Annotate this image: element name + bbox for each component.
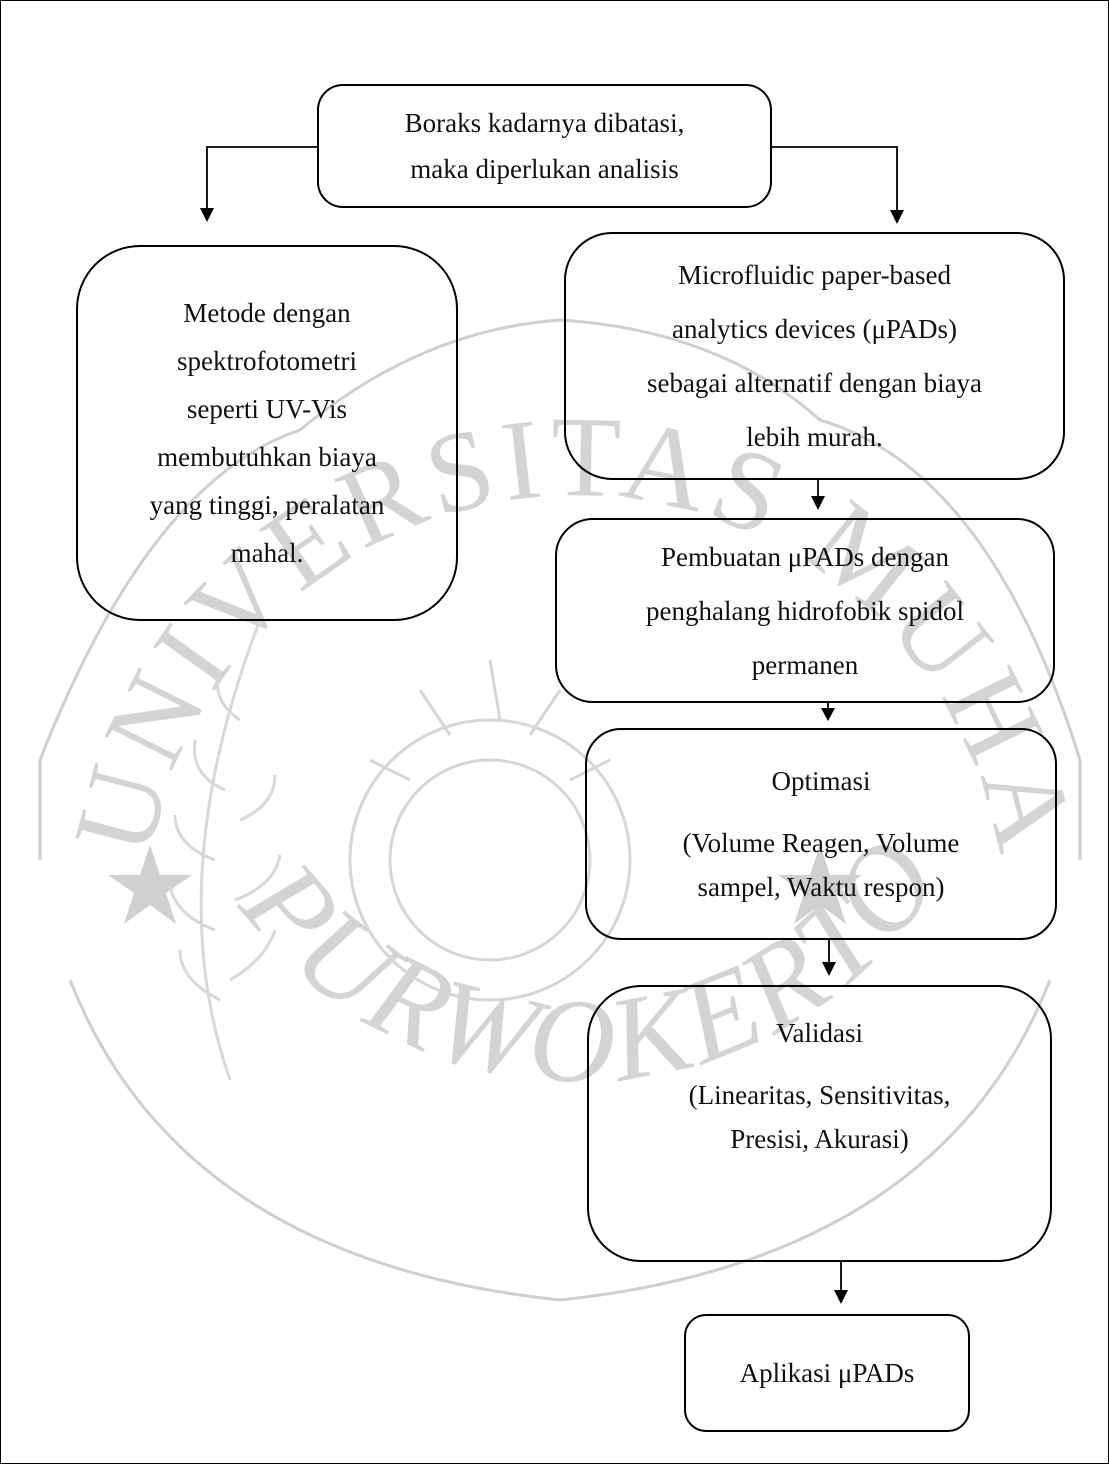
node-micro-line-3: sebagai alternatif dengan biaya [646,368,983,398]
node-aplikasi-upads: Aplikasi μPADs [684,1314,970,1432]
node-boraks-line-2: maka diperlukan analisis [410,154,679,184]
node-optimasi-line-1: (Volume Reagen, Volume [682,828,960,858]
node-metode-line-4: membutuhkan biaya [157,442,377,472]
node-micro-line-1: Microfluidic paper-based [677,260,952,290]
node-metode-line-1: Metode dengan [183,298,351,328]
node-validasi-line-2: Presisi, Akurasi) [730,1124,909,1154]
node-metode-line-3: seperti UV-Vis [186,394,348,424]
node-pembuatan-upads: Pembuatan μPADs dengan penghalang hidrof… [555,518,1055,703]
node-metode-line-5: yang tinggi, peralatan [149,490,385,520]
node-pembuatan-line-1: Pembuatan μPADs dengan [661,541,949,572]
node-aplikasi-line-1: Aplikasi μPADs [739,1358,915,1388]
node-optimasi-title: Optimasi [771,766,871,796]
node-validasi-line-1: (Linearitas, Sensitivitas, [688,1080,951,1110]
node-boraks-line-1: Boraks kadarnya dibatasi, [404,108,685,138]
node-pembuatan-line-3: permanen [751,649,859,680]
node-metode-line-2: spektrofotometri [177,346,357,376]
node-micro-line-2: analytics devices (μPADs) [672,314,957,344]
node-micro-line-4: lebih murah. [746,422,883,452]
node-metode-line-6: mahal. [230,538,304,568]
node-optimasi: Optimasi (Volume Reagen, Volume sampel, … [585,728,1057,940]
node-spectrophotometry-method: Metode dengan spektrofotometri seperti U… [76,245,458,621]
node-microfluidic-upads: Microfluidic paper-based analytics devic… [564,232,1065,480]
node-validasi: Validasi (Linearitas, Sensitivitas, Pres… [587,985,1052,1262]
node-optimasi-line-2: sampel, Waktu respon) [697,872,945,902]
node-validasi-title: Validasi [775,1018,863,1048]
node-pembuatan-line-2: penghalang hidrofobik spidol [646,595,964,626]
node-boraks-analysis-needed: Boraks kadarnya dibatasi, maka diperluka… [317,84,772,208]
